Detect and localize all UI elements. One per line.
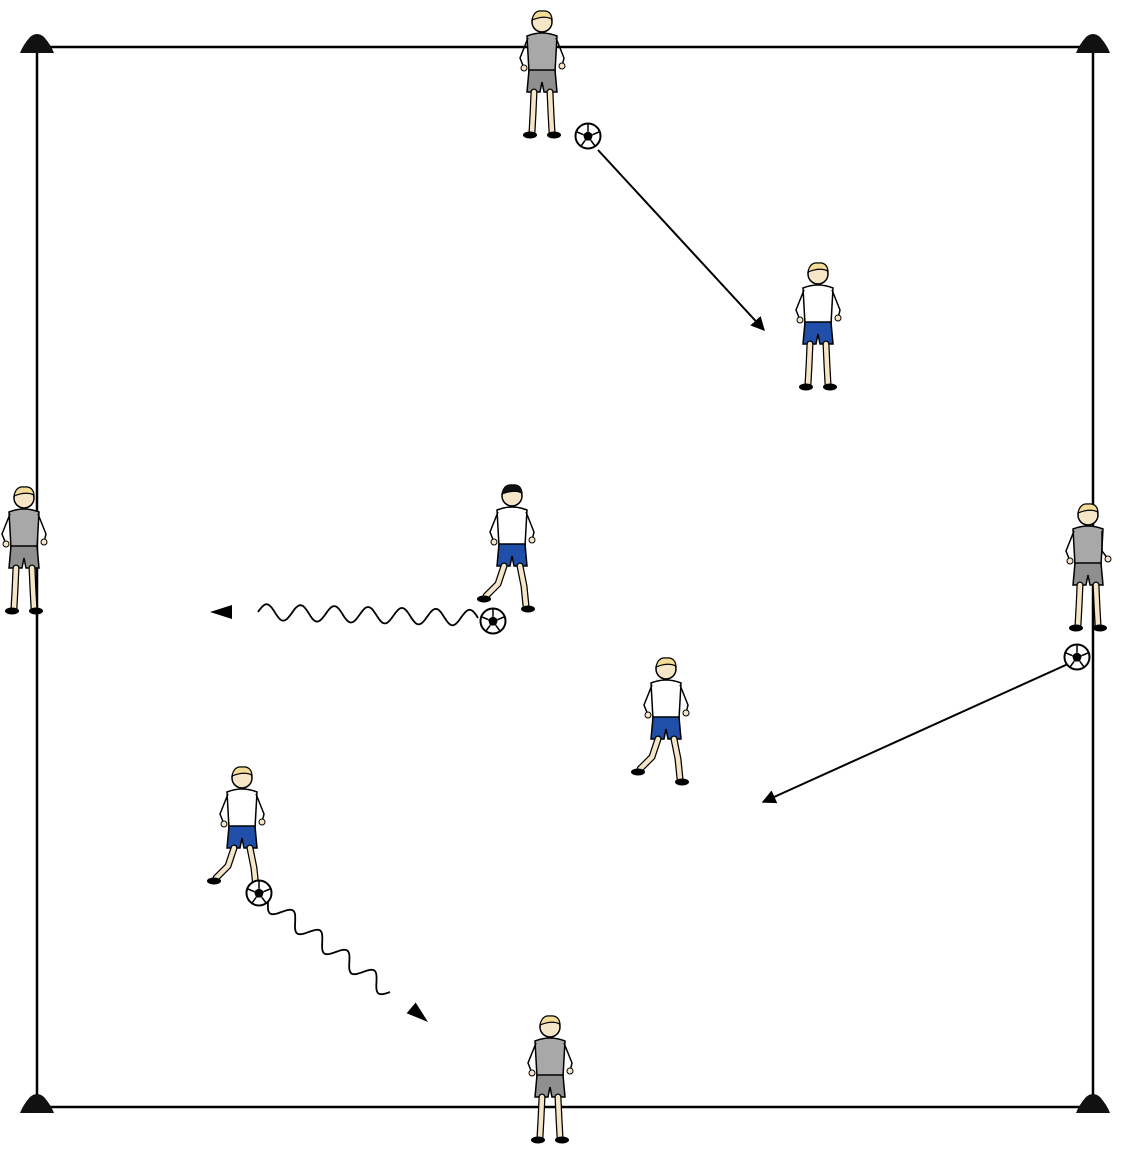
arrow-pass-top [597,149,765,332]
player-server-right [1065,503,1112,632]
cone-icon-bottom-right [1076,1094,1110,1113]
ball-icon-worker-lower-left [245,879,273,907]
arrowhead-dribble-lower-left [406,1002,428,1022]
player-server-left [1,486,48,615]
player-worker-upper-right [795,262,842,391]
ball-icon-server-top [574,122,602,150]
ball-icon-worker-center [479,607,507,635]
player-worker-center [477,484,536,613]
dribble-path-dribble-center [257,603,479,627]
player-server-bottom [527,1015,574,1144]
arrow-pass-right [761,663,1069,804]
dribble-path-dribble-lower-left [267,901,391,996]
arrowhead-dribble-center [210,605,232,619]
cone-icon-top-right [1076,34,1110,53]
player-worker-middle-right [631,657,690,786]
cone-icon-top-left [20,34,54,53]
ball-icon-server-right [1063,643,1091,671]
field-boundary [35,45,1095,1109]
player-worker-lower-left [207,766,266,895]
cone-icon-bottom-left [20,1094,54,1113]
player-server-top [519,10,566,139]
